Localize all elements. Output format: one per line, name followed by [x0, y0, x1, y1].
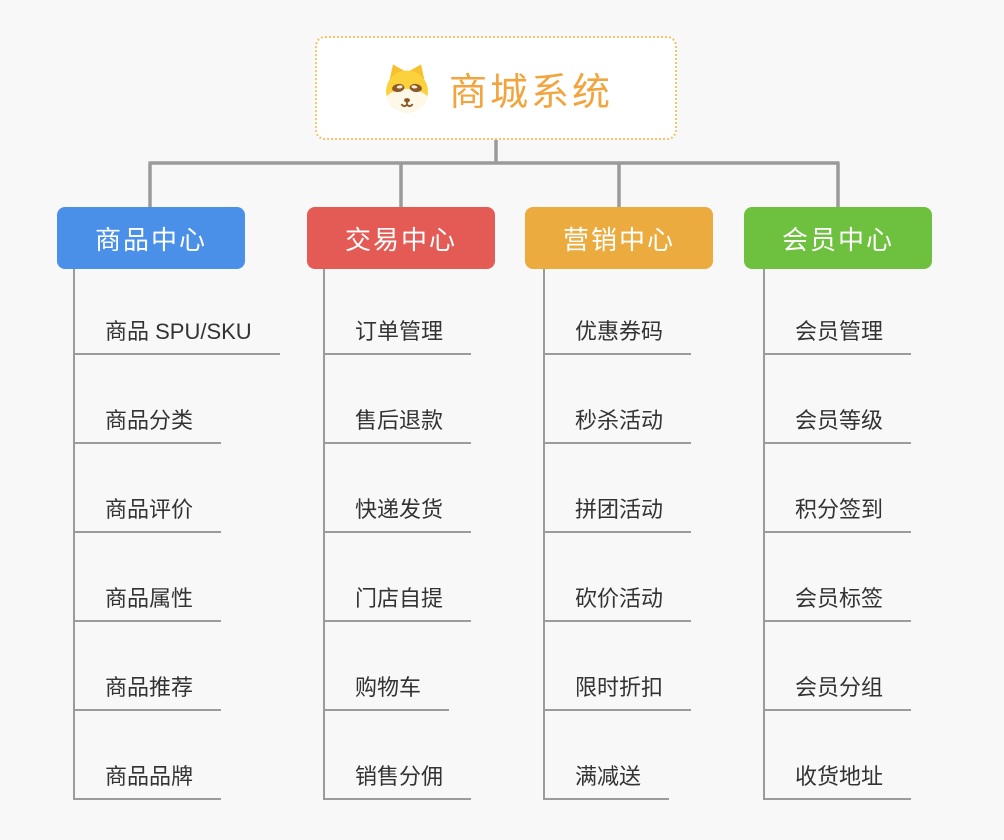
- leaf-node[interactable]: 会员分组: [763, 677, 912, 711]
- leaf-node[interactable]: 优惠券码: [543, 321, 692, 355]
- leaf-node[interactable]: 快递发货: [323, 499, 472, 533]
- branch-node-marketing-center[interactable]: 营销中心: [525, 207, 713, 269]
- root-title: 商城系统: [448, 71, 613, 114]
- leaf-node[interactable]: 销售分佣: [323, 766, 472, 800]
- branch-column-product: 商品 SPU/SKU 商品分类 商品评价 商品属性 商品推荐 商品品牌: [73, 0, 280, 840]
- branch-node-member-center[interactable]: 会员中心: [744, 207, 932, 269]
- branch-node-product-center[interactable]: 商品中心: [57, 207, 245, 269]
- leaf-node[interactable]: 砍价活动: [543, 588, 692, 622]
- branch-column-member: 会员管理 会员等级 积分签到 会员标签 会员分组 收货地址: [763, 0, 912, 840]
- leaf-node[interactable]: 订单管理: [323, 321, 472, 355]
- branch-column-marketing: 优惠券码 秒杀活动 拼团活动 砍价活动 限时折扣 满减送: [543, 0, 692, 840]
- leaf-node[interactable]: 门店自提: [323, 588, 472, 622]
- leaf-node[interactable]: 商品品牌: [73, 766, 222, 800]
- leaf-node[interactable]: 限时折扣: [543, 677, 692, 711]
- tree-connectors: [148, 140, 840, 208]
- leaf-node[interactable]: 购物车: [323, 677, 450, 711]
- leaf-node[interactable]: 会员管理: [763, 321, 912, 355]
- leaf-node[interactable]: 商品推荐: [73, 677, 222, 711]
- leaf-node[interactable]: 会员等级: [763, 410, 912, 444]
- leaf-node[interactable]: 拼团活动: [543, 499, 692, 533]
- leaf-node[interactable]: 秒杀活动: [543, 410, 692, 444]
- leaf-node[interactable]: 售后退款: [323, 410, 472, 444]
- leaf-node[interactable]: 收货地址: [763, 766, 912, 800]
- leaf-node[interactable]: 商品评价: [73, 499, 222, 533]
- branch-column-trade: 订单管理 售后退款 快递发货 门店自提 购物车 销售分佣: [323, 0, 472, 840]
- leaf-node[interactable]: 商品分类: [73, 410, 222, 444]
- branch-node-trade-center[interactable]: 交易中心: [307, 207, 495, 269]
- leaf-node[interactable]: 积分签到: [763, 499, 912, 533]
- dog-icon: [385, 64, 428, 113]
- root-node[interactable]: 商城系统: [315, 36, 677, 140]
- leaf-node[interactable]: 满减送: [543, 766, 670, 800]
- leaf-node[interactable]: 商品 SPU/SKU: [73, 321, 280, 355]
- leaf-node[interactable]: 会员标签: [763, 588, 912, 622]
- leaf-node[interactable]: 商品属性: [73, 588, 222, 622]
